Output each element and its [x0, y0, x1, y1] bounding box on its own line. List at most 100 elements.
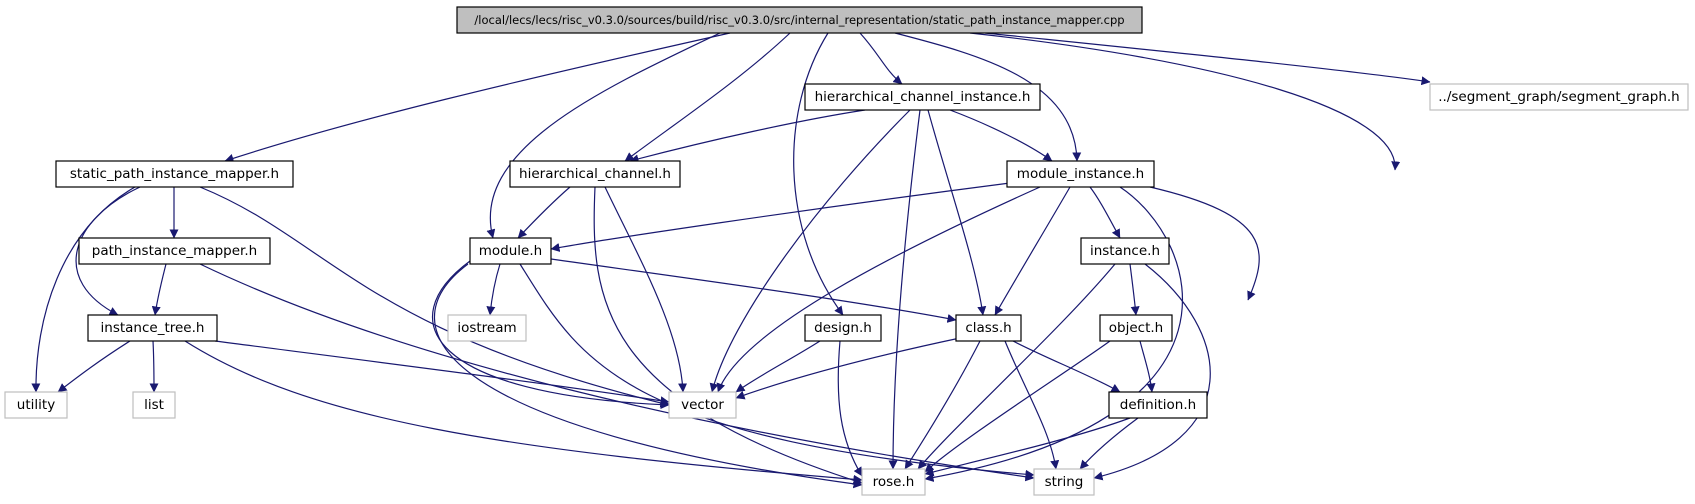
edge-module-to-string [519, 263, 1035, 479]
node-root[interactable]: /local/lecs/lecs/risc_v0.3.0/sources/bui… [456, 6, 1143, 34]
edge-root-to-design [793, 32, 844, 316]
edge-module-to-iostream [486, 263, 501, 316]
node-hc-box [509, 160, 681, 188]
edge-root-to-module [486, 32, 721, 239]
edge-root-to-segment [984, 32, 1431, 86]
edge-spim-to-itree [75, 186, 141, 316]
edge-definition-to-string [1079, 417, 1139, 470]
edge-hci-to-hc [629, 109, 866, 164]
edge-hci-to-vector [709, 109, 911, 393]
edge-hc-to-vector [604, 186, 688, 393]
node-instance-label: instance.h [1090, 243, 1160, 259]
node-vector-box [668, 391, 737, 419]
node-spim-box [55, 160, 294, 188]
node-list-box [132, 391, 176, 419]
edge-hc-to-rose [593, 186, 863, 485]
edge-definition-to-rose [924, 417, 1131, 477]
node-design[interactable]: design.h [804, 314, 882, 342]
edge-pim-to-string [199, 263, 1035, 482]
node-rose-label: rose.h [873, 474, 915, 490]
node-module-box [469, 237, 552, 265]
edge-mi-to-rose [924, 186, 1184, 482]
edge-mi-to-class [994, 186, 1071, 316]
node-utility-box [4, 391, 68, 419]
edge-instance-to-rose [917, 263, 1116, 470]
node-hci-label: hierarchical_channel_instance.h [815, 89, 1031, 105]
node-definition[interactable]: definition.h [1108, 391, 1208, 419]
edge-mi-to-string [1149, 186, 1260, 301]
node-object-box [1099, 314, 1173, 342]
edge-root-to-hc [624, 32, 791, 162]
edge-itree-to-utility [57, 340, 131, 393]
edge-mi-to-instance [1089, 186, 1121, 239]
node-root-box [456, 6, 1143, 34]
edge-itree-to-rose [184, 340, 863, 484]
node-hci[interactable]: hierarchical_channel_instance.h [804, 83, 1041, 111]
edge-mi-to-module [550, 182, 1011, 252]
node-mi[interactable]: module_instance.h [1006, 160, 1155, 188]
edges-layer [31, 32, 1431, 489]
node-hc-label: hierarchical_channel.h [519, 166, 671, 182]
node-segment: ../segment_graph/segment_graph.h [1429, 83, 1689, 111]
node-vector-label: vector [681, 397, 724, 413]
node-class-box [955, 314, 1022, 342]
edge-class-to-definition [1012, 340, 1121, 393]
node-iostream-box [447, 314, 527, 342]
node-instance[interactable]: instance.h [1080, 237, 1170, 265]
node-pim-box [78, 237, 271, 265]
edge-root-to-definition [969, 32, 1401, 171]
node-spim-label: static_path_instance_mapper.h [70, 166, 279, 182]
node-segment-box [1429, 83, 1689, 111]
edge-instance-to-string [1093, 263, 1211, 481]
node-itree-box [87, 314, 218, 342]
edge-itree-to-list [149, 340, 159, 393]
node-iostream-label: iostream [457, 320, 516, 336]
edge-module-to-rose [433, 263, 863, 489]
node-pim[interactable]: path_instance_mapper.h [78, 237, 271, 265]
edge-class-to-vector [735, 337, 961, 400]
node-rose: rose.h [861, 468, 926, 496]
edge-instance-to-object [1129, 263, 1140, 316]
edge-hci-to-class [927, 109, 987, 316]
node-mi-box [1006, 160, 1155, 188]
node-spim[interactable]: static_path_instance_mapper.h [55, 160, 294, 188]
edge-root-to-spim [224, 32, 731, 163]
edge-object-to-definition [1139, 340, 1156, 393]
node-string-label: string [1045, 474, 1084, 490]
edge-design-to-rose [837, 340, 863, 477]
node-object[interactable]: object.h [1099, 314, 1173, 342]
node-utility: utility [4, 391, 68, 419]
node-design-label: design.h [814, 320, 872, 336]
edge-object-to-rose [924, 340, 1111, 473]
edge-mi-to-vector [716, 186, 1041, 393]
edge-class-to-string [1004, 340, 1060, 470]
edge-root-to-mi [894, 32, 1082, 162]
node-itree-label: instance_tree.h [101, 320, 205, 336]
node-iostream: iostream [447, 314, 527, 342]
node-string-box [1033, 468, 1095, 496]
edge-module-to-class [550, 258, 957, 323]
edge-pim-to-itree [151, 263, 167, 316]
node-list-label: list [144, 397, 164, 413]
node-rose-box [861, 468, 926, 496]
edge-hc-to-module [517, 186, 571, 239]
node-string: string [1033, 468, 1095, 496]
edge-spim-to-vector [199, 186, 670, 408]
node-itree[interactable]: instance_tree.h [87, 314, 218, 342]
node-hci-box [804, 83, 1041, 111]
nodes-layer: /local/lecs/lecs/risc_v0.3.0/sources/bui… [4, 6, 1689, 496]
node-pim-label: path_instance_mapper.h [92, 243, 257, 259]
node-definition-box [1108, 391, 1208, 419]
node-module[interactable]: module.h [469, 237, 552, 265]
edge-hci-to-rose [888, 109, 921, 470]
edge-module-to-vector [432, 260, 670, 410]
node-design-box [804, 314, 882, 342]
node-class[interactable]: class.h [955, 314, 1022, 342]
node-module-label: module.h [479, 243, 542, 259]
edge-root-to-hci [859, 32, 903, 85]
node-segment-label: ../segment_graph/segment_graph.h [1438, 89, 1680, 105]
node-utility-label: utility [17, 397, 55, 413]
node-mi-label: module_instance.h [1017, 166, 1144, 182]
node-hc[interactable]: hierarchical_channel.h [509, 160, 681, 188]
